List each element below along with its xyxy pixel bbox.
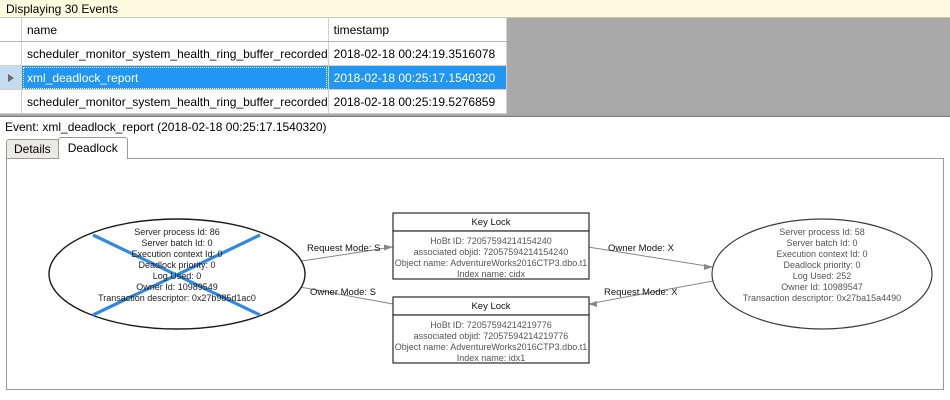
process-right-line-3: Deadlock priority: 0 (783, 260, 860, 270)
keylock-top-line-2: Object name: AdventureWorks2016CTP3.dbo.… (395, 258, 587, 268)
edge-label-right-request: Request Mode: X (604, 287, 678, 298)
process-right-line-2: Execution context Id: 0 (776, 249, 867, 259)
tab-panel-border: Server process Id: 86 Server batch Id: 0… (6, 158, 944, 390)
resource-node-keylock-bottom[interactable]: Key Lock HoBt ID: 72057594214219776 asso… (392, 296, 590, 364)
tab-details[interactable]: Details (6, 139, 59, 158)
event-detail-header-label: Event: xml_deadlock_report (2018-02-18 0… (5, 120, 327, 134)
edge-label-right-owner: Owner Mode: X (608, 243, 675, 254)
edge-right-owner-connector (587, 246, 714, 270)
row-cell-name[interactable]: scheduler_monitor_system_health_ring_buf… (21, 41, 329, 66)
events-grid-container[interactable]: name timestamp scheduler_monitor_system_… (0, 18, 950, 117)
keylock-bottom-line-3: Index name: idx1 (457, 353, 526, 363)
process-right-line-5: Owner Id: 10989547 (781, 282, 863, 292)
grid-header-timestamp[interactable]: timestamp (328, 18, 507, 42)
keylock-top-line-1: associated objid: 72057594214154240 (414, 247, 569, 257)
keylock-bottom-title: Key Lock (471, 301, 510, 312)
row-cell-timestamp[interactable]: 2018-02-18 00:24:19.3516078 (328, 41, 507, 66)
grid-header-row: name timestamp (0, 18, 507, 42)
deadlock-graph-canvas[interactable]: Server process Id: 86 Server batch Id: 0… (7, 159, 945, 389)
keylock-bottom-line-1: associated objid: 72057594214219776 (414, 331, 569, 341)
row-cell-name[interactable]: scheduler_monitor_system_health_ring_buf… (21, 89, 329, 114)
events-grid[interactable]: name timestamp scheduler_monitor_system_… (0, 18, 507, 114)
process-right-line-1: Server batch Id: 0 (786, 238, 857, 248)
process-right-line-4: Log Used: 252 (793, 271, 852, 281)
detail-tabstrip[interactable]: Details Deadlock (0, 137, 950, 159)
process-right-line-0: Server process Id: 58 (779, 227, 865, 237)
table-row[interactable]: scheduler_monitor_system_health_ring_buf… (0, 89, 507, 114)
table-row[interactable]: scheduler_monitor_system_health_ring_buf… (0, 41, 507, 66)
process-node-right[interactable]: Server process Id: 58 Server batch Id: 0… (711, 218, 933, 330)
events-banner-label: Displaying 30 Events (6, 1, 119, 16)
process-left-line-4: Log Used: 0 (153, 271, 202, 281)
edge-right-request-connector (587, 280, 714, 307)
event-detail-header: Event: xml_deadlock_report (2018-02-18 0… (0, 117, 950, 137)
row-cell-timestamp[interactable]: 2018-02-18 00:25:17.1540320 (328, 65, 507, 90)
tab-panel-deadlock: Server process Id: 86 Server batch Id: 0… (0, 158, 950, 390)
edge-label-left-request: Request Mode: S (307, 243, 380, 254)
events-banner: Displaying 30 Events (0, 0, 950, 18)
resource-node-keylock-top[interactable]: Key Lock HoBt ID: 72057594214154240 asso… (392, 212, 590, 280)
current-row-arrow-icon (7, 74, 14, 83)
grid-header-selector (0, 18, 22, 42)
deadlock-victim-x-icon (92, 233, 261, 317)
row-selector-cell[interactable] (0, 41, 22, 66)
process-left-line-1: Server batch Id: 0 (141, 238, 212, 248)
process-left-line-6: Transaction descriptor: 0x27b985d1ac0 (98, 293, 256, 303)
process-left-line-5: Owner Id: 10989549 (136, 282, 218, 292)
keylock-top-line-0: HoBt ID: 72057594214154240 (430, 236, 552, 246)
row-cell-name[interactable]: xml_deadlock_report (21, 65, 329, 90)
process-node-left[interactable]: Server process Id: 86 Server batch Id: 0… (48, 218, 306, 330)
keylock-top-title: Key Lock (471, 217, 510, 228)
row-selector-cell[interactable] (0, 65, 22, 90)
tab-deadlock[interactable]: Deadlock (57, 137, 128, 159)
row-cell-timestamp[interactable]: 2018-02-18 00:25:19.5276859 (328, 89, 507, 114)
keylock-bottom-line-0: HoBt ID: 72057594214219776 (430, 320, 552, 330)
process-left-line-2: Execution context Id: 0 (131, 249, 222, 259)
process-left-line-3: Deadlock priority: 0 (138, 260, 215, 270)
table-row[interactable]: xml_deadlock_report 2018-02-18 00:25:17.… (0, 65, 507, 90)
grid-header-name[interactable]: name (21, 18, 329, 42)
process-right-line-6: Transaction descriptor: 0x27ba15a4490 (743, 293, 901, 303)
row-selector-cell[interactable] (0, 89, 22, 114)
keylock-top-line-3: Index name: cidx (457, 269, 526, 279)
process-left-line-0: Server process Id: 86 (134, 227, 220, 237)
edge-label-left-owner: Owner Mode: S (310, 287, 376, 298)
keylock-bottom-line-2: Object name: AdventureWorks2016CTP3.dbo.… (395, 342, 587, 352)
